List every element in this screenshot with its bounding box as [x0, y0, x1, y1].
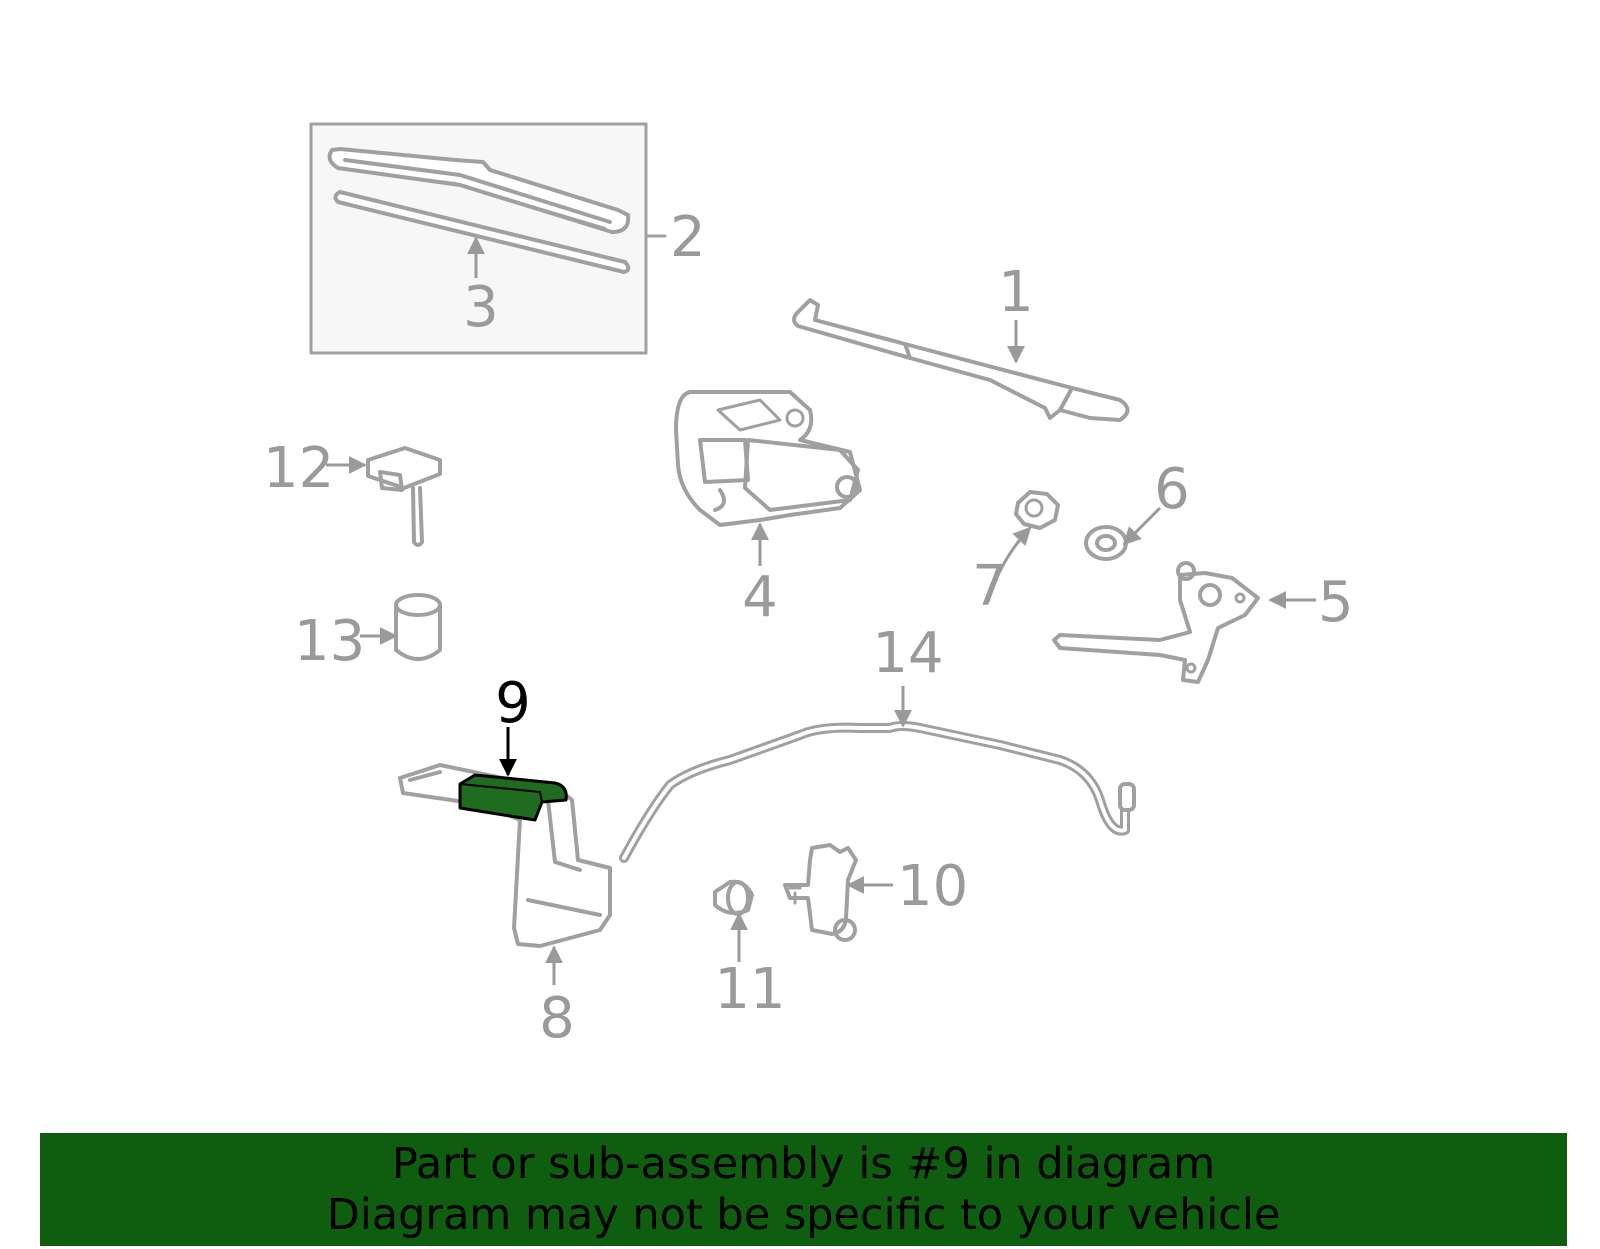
washer-pump-part — [783, 843, 858, 942]
label-12: 12 — [263, 436, 334, 501]
label-10: 10 — [897, 854, 968, 919]
wiper-blade-part — [327, 147, 631, 234]
blade-insert-part — [333, 190, 631, 274]
label-4: 4 — [742, 565, 778, 630]
banner-line-1: Part or sub-assembly is #9 in diagram — [391, 1138, 1216, 1189]
nozzle-part — [713, 879, 754, 916]
label-6: 6 — [1154, 457, 1190, 522]
washer-hose-part — [619, 721, 1136, 863]
label-8: 8 — [539, 986, 575, 1051]
reservoir-cap-part — [366, 446, 442, 547]
filter-part — [394, 593, 442, 661]
wiper-motor-part — [674, 390, 862, 527]
label-7: 7 — [972, 554, 1008, 619]
banner-line-2: Diagram may not be specific to your vehi… — [326, 1189, 1281, 1240]
label-2: 2 — [670, 205, 706, 270]
grommet-part — [1084, 525, 1128, 561]
wiper-arm-part — [792, 298, 1130, 422]
label-3: 3 — [463, 275, 499, 340]
label-13: 13 — [294, 609, 365, 674]
nut-part — [1014, 490, 1060, 530]
label-11: 11 — [714, 957, 785, 1022]
pivot-linkage-part — [1052, 561, 1260, 684]
label-1: 1 — [998, 260, 1034, 325]
arrow-7 — [986, 526, 1032, 603]
info-banner: Part or sub-assembly is #9 in diagram Di… — [40, 1133, 1567, 1246]
highlighted-part-9 — [458, 773, 568, 822]
label-14: 14 — [872, 621, 943, 686]
arrow-6 — [1122, 506, 1162, 546]
label-5: 5 — [1318, 570, 1354, 635]
parts-diagram: 1 2 3 4 5 6 7 8 10 11 12 13 14 9 — [263, 122, 1354, 1051]
label-9: 9 — [495, 671, 531, 736]
